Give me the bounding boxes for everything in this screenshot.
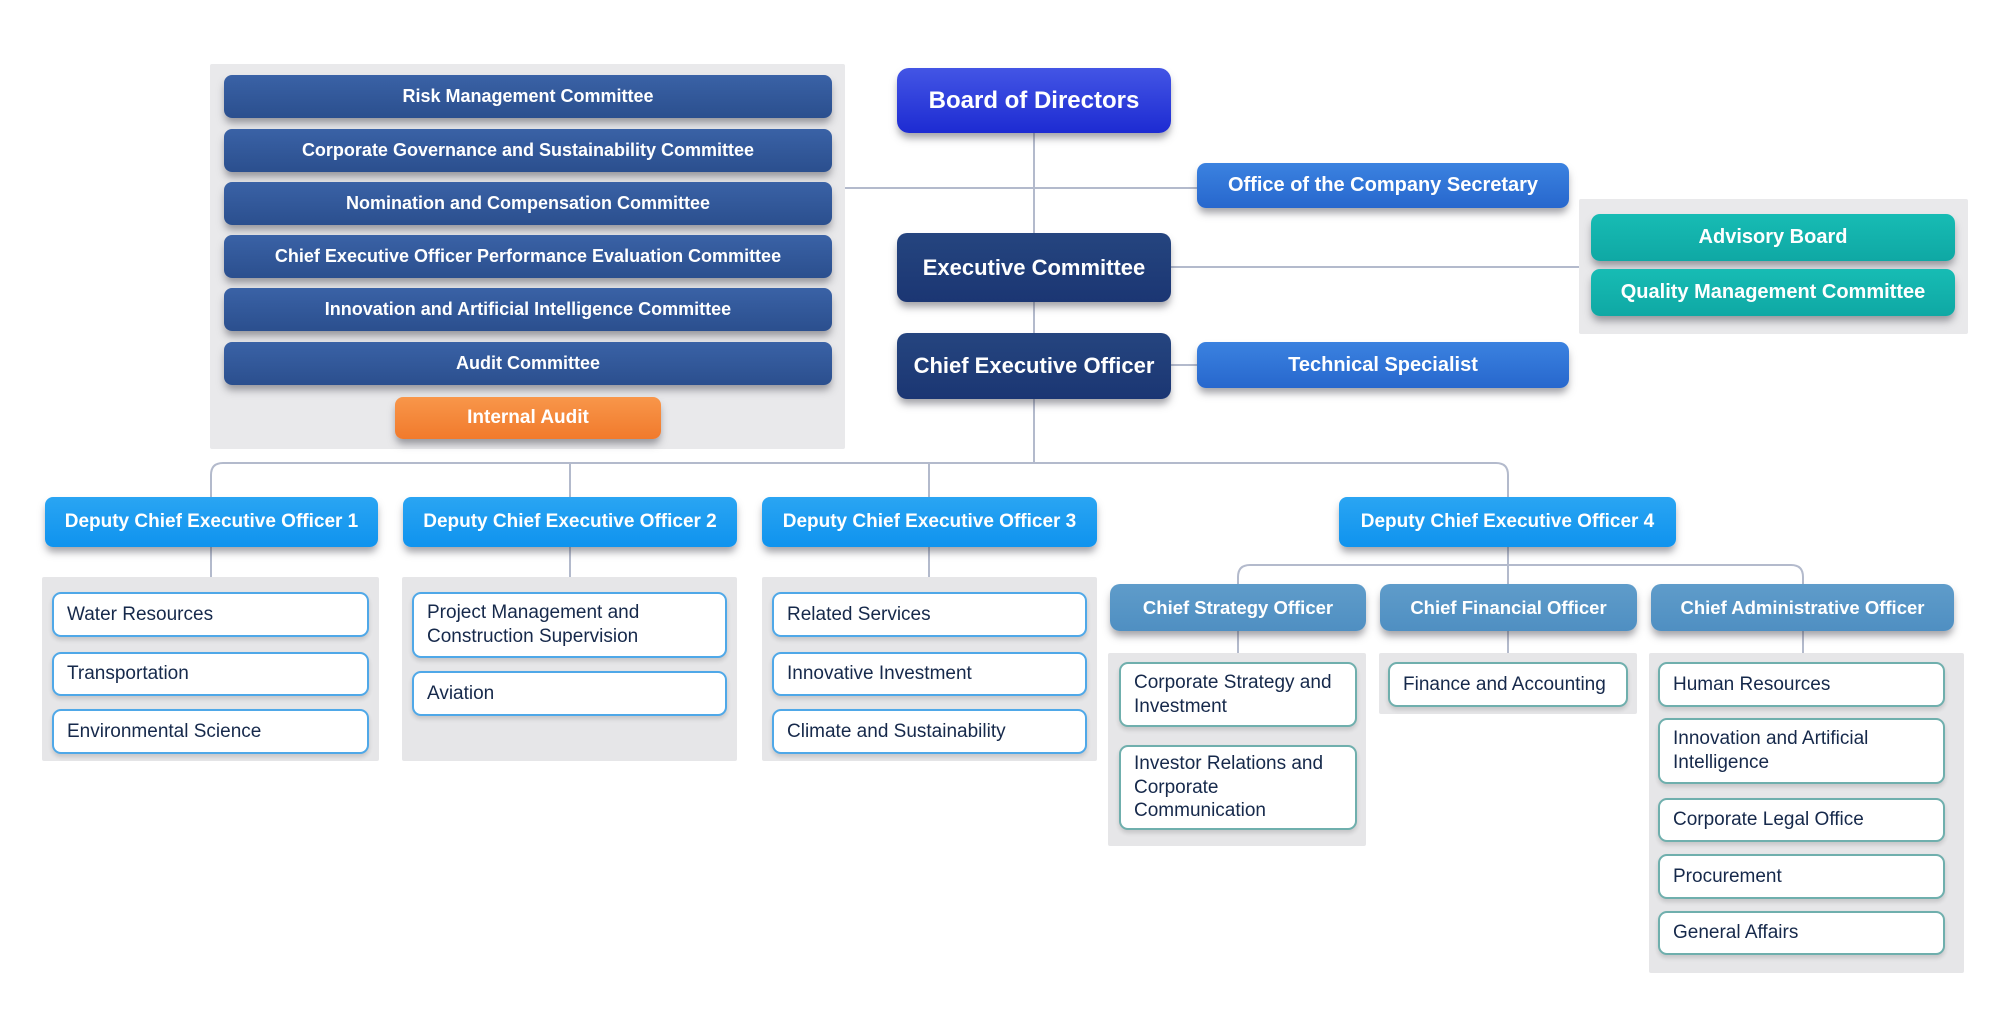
node-deputy-ceo-3: Deputy Chief Executive Officer 3 [762,497,1097,547]
node-internal-audit: Internal Audit [395,397,661,439]
node-corporate-strategy-investment: Corporate Strategy and Investment [1119,662,1357,727]
node-innovation-artificial-intelligence: Innovation and Artificial Intelligence [1658,718,1945,784]
node-chief-strategy-officer: Chief Strategy Officer [1110,584,1366,631]
node-aviation: Aviation [412,671,727,716]
node-finance-accounting: Finance and Accounting [1388,662,1628,707]
node-transportation: Transportation [52,652,369,696]
node-environmental-science: Environmental Science [52,709,369,754]
node-climate-sustainability: Climate and Sustainability [772,709,1087,754]
node-deputy-ceo-1: Deputy Chief Executive Officer 1 [45,497,378,547]
node-audit-committee: Audit Committee [224,342,832,385]
node-deputy-ceo-2: Deputy Chief Executive Officer 2 [403,497,737,547]
node-chief-administrative-officer: Chief Administrative Officer [1651,584,1954,631]
node-chief-executive-officer: Chief Executive Officer [897,333,1171,399]
node-human-resources: Human Resources [1658,662,1945,707]
node-innovative-investment: Innovative Investment [772,652,1087,696]
node-procurement: Procurement [1658,854,1945,899]
node-risk-management-committee: Risk Management Committee [224,75,832,118]
node-board-of-directors: Board of Directors [897,68,1171,133]
node-water-resources: Water Resources [52,592,369,637]
node-deputy-ceo-4: Deputy Chief Executive Officer 4 [1339,497,1676,547]
node-advisory-board: Advisory Board [1591,214,1955,261]
node-ceo-performance-evaluation-committee: Chief Executive Officer Performance Eval… [224,235,832,278]
node-executive-committee: Executive Committee [897,233,1171,302]
node-innovation-ai-committee: Innovation and Artificial Intelligence C… [224,288,832,331]
node-corporate-legal-office: Corporate Legal Office [1658,798,1945,842]
node-related-services: Related Services [772,592,1087,637]
node-office-company-secretary: Office of the Company Secretary [1197,163,1569,208]
node-chief-financial-officer: Chief Financial Officer [1380,584,1637,631]
node-quality-management-committee: Quality Management Committee [1591,269,1955,316]
node-technical-specialist: Technical Specialist [1197,342,1569,388]
node-general-affairs: General Affairs [1658,911,1945,955]
node-investor-relations-communication: Investor Relations and Corporate Communi… [1119,745,1357,830]
node-corporate-governance-committee: Corporate Governance and Sustainability … [224,129,832,172]
node-nomination-compensation-committee: Nomination and Compensation Committee [224,182,832,225]
node-project-management-construction: Project Management and Construction Supe… [412,592,727,658]
